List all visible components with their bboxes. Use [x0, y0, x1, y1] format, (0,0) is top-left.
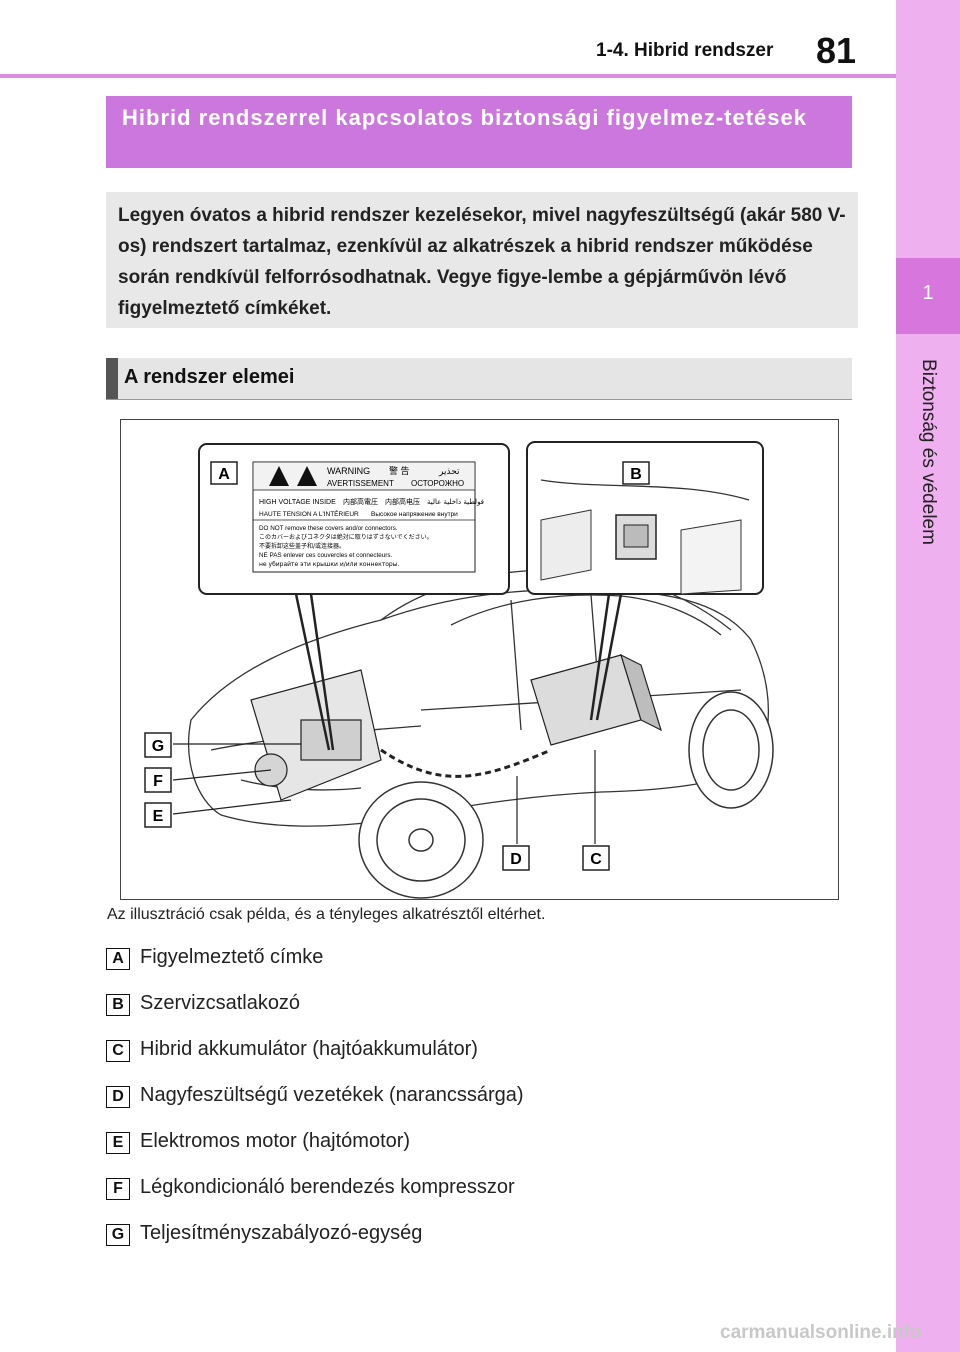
legend-badge: A: [106, 948, 130, 970]
callout-d: D: [510, 851, 522, 868]
warning-label-row3-c: 内部高电压: [385, 497, 420, 506]
legend-badge: C: [106, 1040, 130, 1062]
page-number: 81: [816, 30, 857, 71]
callout-e: E: [153, 808, 164, 825]
section-title: A rendszer elemei: [124, 366, 295, 388]
system-components-illustration: WARNING 警 告 تحذير AVERTISSEMENT ОСТОРОЖН…: [120, 419, 839, 900]
side-tab-chapter-title: Biztonság és védelem: [918, 359, 939, 545]
warning-label-row2-a: AVERTISSEMENT: [327, 479, 394, 488]
summary-text: Legyen óvatos a hibrid rendszer kezelése…: [118, 205, 846, 319]
warning-label-line3: 不要拆卸这些盖子和/或连接器。: [259, 542, 345, 550]
header-section-title: 1-4. Hibrid rendszer: [596, 40, 774, 61]
page-title: Hibrid rendszerrel kapcsolatos biztonság…: [122, 105, 807, 130]
section-rule: [106, 399, 852, 400]
legend-label: Teljesítményszabályozó-egység: [140, 1222, 423, 1244]
section-heading-bar: [106, 358, 118, 400]
legend-label: Légkondicionáló berendezés kompresszor: [140, 1176, 515, 1198]
legend-badge: F: [106, 1178, 130, 1200]
legend-badge: G: [106, 1224, 130, 1246]
warning-label-line5: не убирайте эти крышки и/или коннекторы.: [259, 561, 399, 568]
legend-label: Elektromos motor (hajtómotor): [140, 1130, 411, 1152]
callout-c: C: [590, 851, 602, 868]
inset-warning-label: WARNING 警 告 تحذير AVERTISSEMENT ОСТОРОЖН…: [198, 443, 510, 595]
figure-caption: Az illusztráció csak példa, és a tényleg…: [107, 906, 546, 923]
legend-badge: D: [106, 1086, 130, 1108]
section-heading-box: [106, 358, 852, 400]
warning-label-row4-b: Высокое напряжение внутри: [371, 511, 458, 518]
callout-f: F: [153, 773, 163, 790]
warning-label-row3-a: HIGH VOLTAGE INSIDE: [259, 499, 336, 506]
watermark: carmanualsonline.info: [720, 1322, 922, 1343]
warning-label-row3-b: 内部高電圧: [343, 497, 378, 506]
leader-lines: [294, 593, 623, 751]
wheels: [358, 691, 774, 899]
title-box: [106, 96, 852, 168]
legend-badge: E: [106, 1132, 130, 1154]
warning-label-row1-a: WARNING: [327, 466, 370, 476]
warning-label-line1: DO NOT remove these covers and/or connec…: [259, 525, 398, 532]
legend-label: Szervizcsatlakozó: [140, 992, 301, 1014]
warning-label-row3-d: فولطية داخلية عالية: [427, 498, 484, 506]
header-rule: [0, 74, 896, 78]
legend-label: Hibrid akkumulátor (hajtóakkumulátor): [140, 1038, 478, 1060]
warning-label-line4: NE PAS enlever ces couvercles et connect…: [259, 552, 392, 559]
legend-label: Figyelmeztető címke: [140, 946, 324, 968]
warning-label-line2: このカバーおよびコネクタは絶対に取りはずさないでください。: [259, 533, 433, 541]
side-tab-chapter-block: [896, 258, 960, 334]
illustration-svg: WARNING 警 告 تحذير AVERTISSEMENT ОСТОРОЖН…: [144, 441, 774, 899]
callout-lines: [172, 743, 596, 844]
legend-label: Nagyfeszültségű vezetékek (narancssárga): [140, 1084, 524, 1106]
warning-label-row1-b: 警 告: [389, 465, 410, 476]
callout-a: A: [218, 466, 230, 483]
warning-label-row2-b: ОСТОРОЖНО: [411, 479, 464, 488]
summary-box: [106, 192, 858, 328]
legend-badge: B: [106, 994, 130, 1016]
callout-labels: A B C D E F G: [144, 461, 650, 871]
warning-label-row1-c: تحذير: [438, 467, 460, 477]
hybrid-battery: [530, 653, 662, 746]
callout-b: B: [630, 466, 642, 483]
high-voltage-cable: [380, 748, 552, 778]
callout-g: G: [152, 738, 164, 755]
side-tab-chapter-number: 1: [922, 282, 934, 304]
side-tab: [896, 0, 960, 1352]
inset-service-plug: [526, 441, 764, 595]
warning-label-row4-a: HAUTE TENSION A L'INTÉRIEUR: [259, 509, 359, 518]
